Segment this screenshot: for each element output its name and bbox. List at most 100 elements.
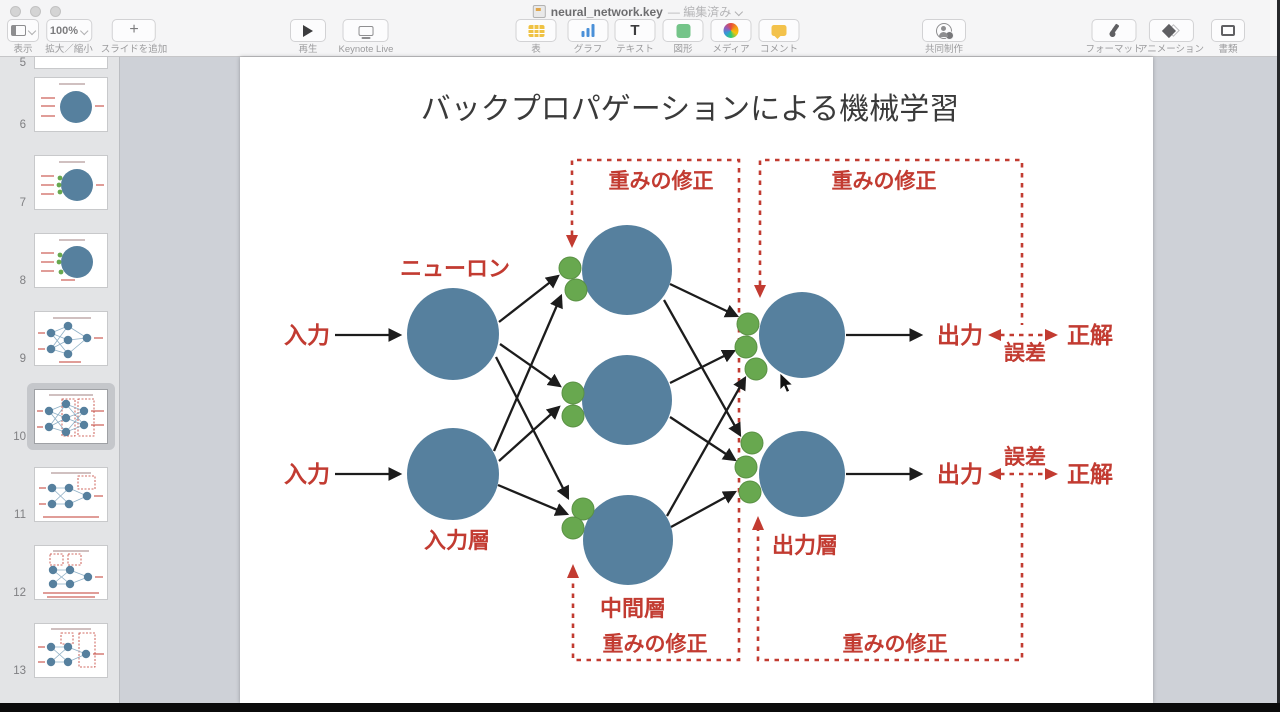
slide-thumbnail-11[interactable] [34, 467, 108, 522]
text-icon: T [630, 22, 640, 39]
media-button[interactable] [710, 19, 752, 42]
keynote-live-label: Keynote Live [338, 44, 394, 55]
slide-thumbnail-7[interactable] [34, 155, 108, 210]
diagram-labels: 入力 入力 ニューロン 入力層 中間層 出力層 重みの修正 重みの修正 重みの修… [284, 169, 1113, 656]
text-button[interactable]: T [614, 19, 656, 42]
paintbrush-icon [1106, 23, 1122, 39]
output-label-top[interactable]: 出力 [937, 322, 983, 348]
format-button[interactable] [1091, 19, 1137, 42]
zoom-label: 拡大／縮小 [45, 44, 93, 55]
comment-bubble-icon [771, 25, 787, 39]
error-label-top[interactable]: 誤差 [1004, 341, 1046, 365]
weight-update-loop-right[interactable] [756, 158, 1024, 662]
error-arrow-bottom[interactable] [988, 468, 1058, 480]
toolbar-comment: コメント [758, 19, 800, 55]
toolbar-text: T テキスト [614, 19, 656, 55]
collaborate-button[interactable] [922, 19, 966, 42]
file-name: neural_network.key [550, 4, 663, 19]
input-label-top[interactable]: 入力 [284, 322, 330, 348]
neuron-nodes[interactable] [407, 225, 845, 585]
slide-number: 10 [13, 431, 26, 443]
neuron-label[interactable]: ニューロン [400, 256, 510, 281]
output-neuron-1[interactable] [759, 292, 845, 378]
animate-button[interactable] [1148, 19, 1194, 42]
toolbar-shape: 図形 [662, 19, 704, 55]
correct-label-top[interactable]: 正解 [1067, 322, 1113, 348]
toolbar-media: メディア [710, 19, 752, 55]
hidden-layer-label[interactable]: 中間層 [600, 596, 666, 621]
table-icon [528, 24, 544, 37]
input-label-bottom[interactable]: 入力 [284, 461, 330, 487]
toolbar-play: 再生 [290, 19, 326, 55]
slide-navigator: 5 6 7 [0, 57, 120, 703]
toolbar-animate: アニメーション [1138, 19, 1204, 55]
shape-button[interactable] [662, 19, 704, 42]
weight-update-loop-left[interactable] [570, 158, 741, 662]
toolbar-chart: グラフ [567, 19, 609, 55]
editor-canvas: バックプロパゲーションによる機械学習 [120, 57, 1277, 703]
slide-thumbnail-8[interactable] [34, 233, 108, 288]
slide-thumbnail-10-selected[interactable] [34, 389, 108, 444]
output-layer-label[interactable]: 出力層 [772, 533, 838, 558]
add-slide-button[interactable]: + [111, 19, 156, 42]
hidden-neuron-3[interactable] [583, 495, 673, 585]
zoom-window-icon[interactable] [50, 6, 61, 17]
hidden-neuron-1[interactable] [582, 225, 672, 315]
slide-title[interactable]: バックプロパゲーションによる機械学習 [421, 93, 960, 126]
input-layer-label[interactable]: 入力層 [424, 528, 490, 553]
output-neuron-2[interactable] [759, 431, 845, 517]
zoom-button[interactable]: 100% [45, 19, 92, 42]
weight-update-label-top-right[interactable]: 重みの修正 [832, 169, 937, 193]
toolbar-format: フォーマット [1085, 19, 1143, 55]
table-button[interactable] [515, 19, 557, 42]
weight-update-label-top-left[interactable]: 重みの修正 [609, 169, 714, 193]
error-label-bottom[interactable]: 誤差 [1004, 445, 1046, 469]
plus-icon: + [129, 20, 139, 38]
diamond-transition-icon [1162, 23, 1180, 39]
bar-chart-icon [581, 24, 595, 37]
toolbar-document: 書類 [1211, 19, 1245, 55]
weight-update-label-bottom-left[interactable]: 重みの修正 [603, 632, 708, 656]
slide-thumbnail-6[interactable] [34, 77, 108, 132]
correct-label-bottom[interactable]: 正解 [1067, 461, 1113, 487]
slide-thumbnail-9[interactable] [34, 311, 108, 366]
document-setup-button[interactable] [1211, 19, 1245, 42]
toolbar-add-slide: + スライドを追加 [101, 19, 167, 55]
hidden-neuron-2[interactable] [582, 355, 672, 445]
comment-button[interactable] [758, 19, 800, 42]
titlebar: neural_network.key — 編集済み 表示 100% 拡大／縮小 [0, 0, 1277, 57]
chart-button[interactable] [567, 19, 609, 42]
slide-thumbnail-13[interactable] [34, 623, 108, 678]
close-window-icon[interactable] [10, 6, 21, 17]
chevron-down-icon [29, 27, 36, 34]
weight-dots[interactable] [558, 256, 768, 540]
toolbar-view: 表示 [7, 19, 39, 55]
slide-thumbnail-12[interactable] [34, 545, 108, 600]
document-icon [532, 5, 546, 18]
play-button[interactable] [290, 19, 326, 42]
output-label-bottom[interactable]: 出力 [937, 461, 983, 487]
keynote-live-button[interactable] [343, 19, 389, 42]
view-button[interactable] [7, 19, 39, 42]
slide-thumbnail-5[interactable] [34, 57, 108, 69]
chevron-down-icon[interactable] [736, 8, 743, 15]
input-neuron-1[interactable] [407, 288, 499, 380]
bottom-letterbox [0, 703, 1280, 712]
network-arrows[interactable] [335, 274, 924, 529]
error-arrow-top[interactable] [988, 329, 1058, 341]
weight-update-label-bottom-right[interactable]: 重みの修正 [843, 632, 948, 656]
toolbar-table: 表 [515, 19, 557, 55]
mouse-cursor [779, 372, 794, 393]
minimize-window-icon[interactable] [30, 6, 41, 17]
text-label: テキスト [616, 44, 654, 55]
media-color-wheel-icon [723, 23, 739, 38]
animate-label: アニメーション [1137, 44, 1205, 55]
toolbar-collaborate: 共同制作 [922, 19, 966, 55]
input-neuron-2[interactable] [407, 428, 499, 520]
red-arrowheads [566, 235, 766, 578]
chart-label: グラフ [573, 44, 603, 55]
edit-status: — 編集済み [667, 5, 732, 19]
slide-canvas[interactable]: バックプロパゲーションによる機械学習 [240, 57, 1153, 703]
window-right-edge [1277, 0, 1280, 703]
comment-label: コメント [759, 44, 798, 55]
